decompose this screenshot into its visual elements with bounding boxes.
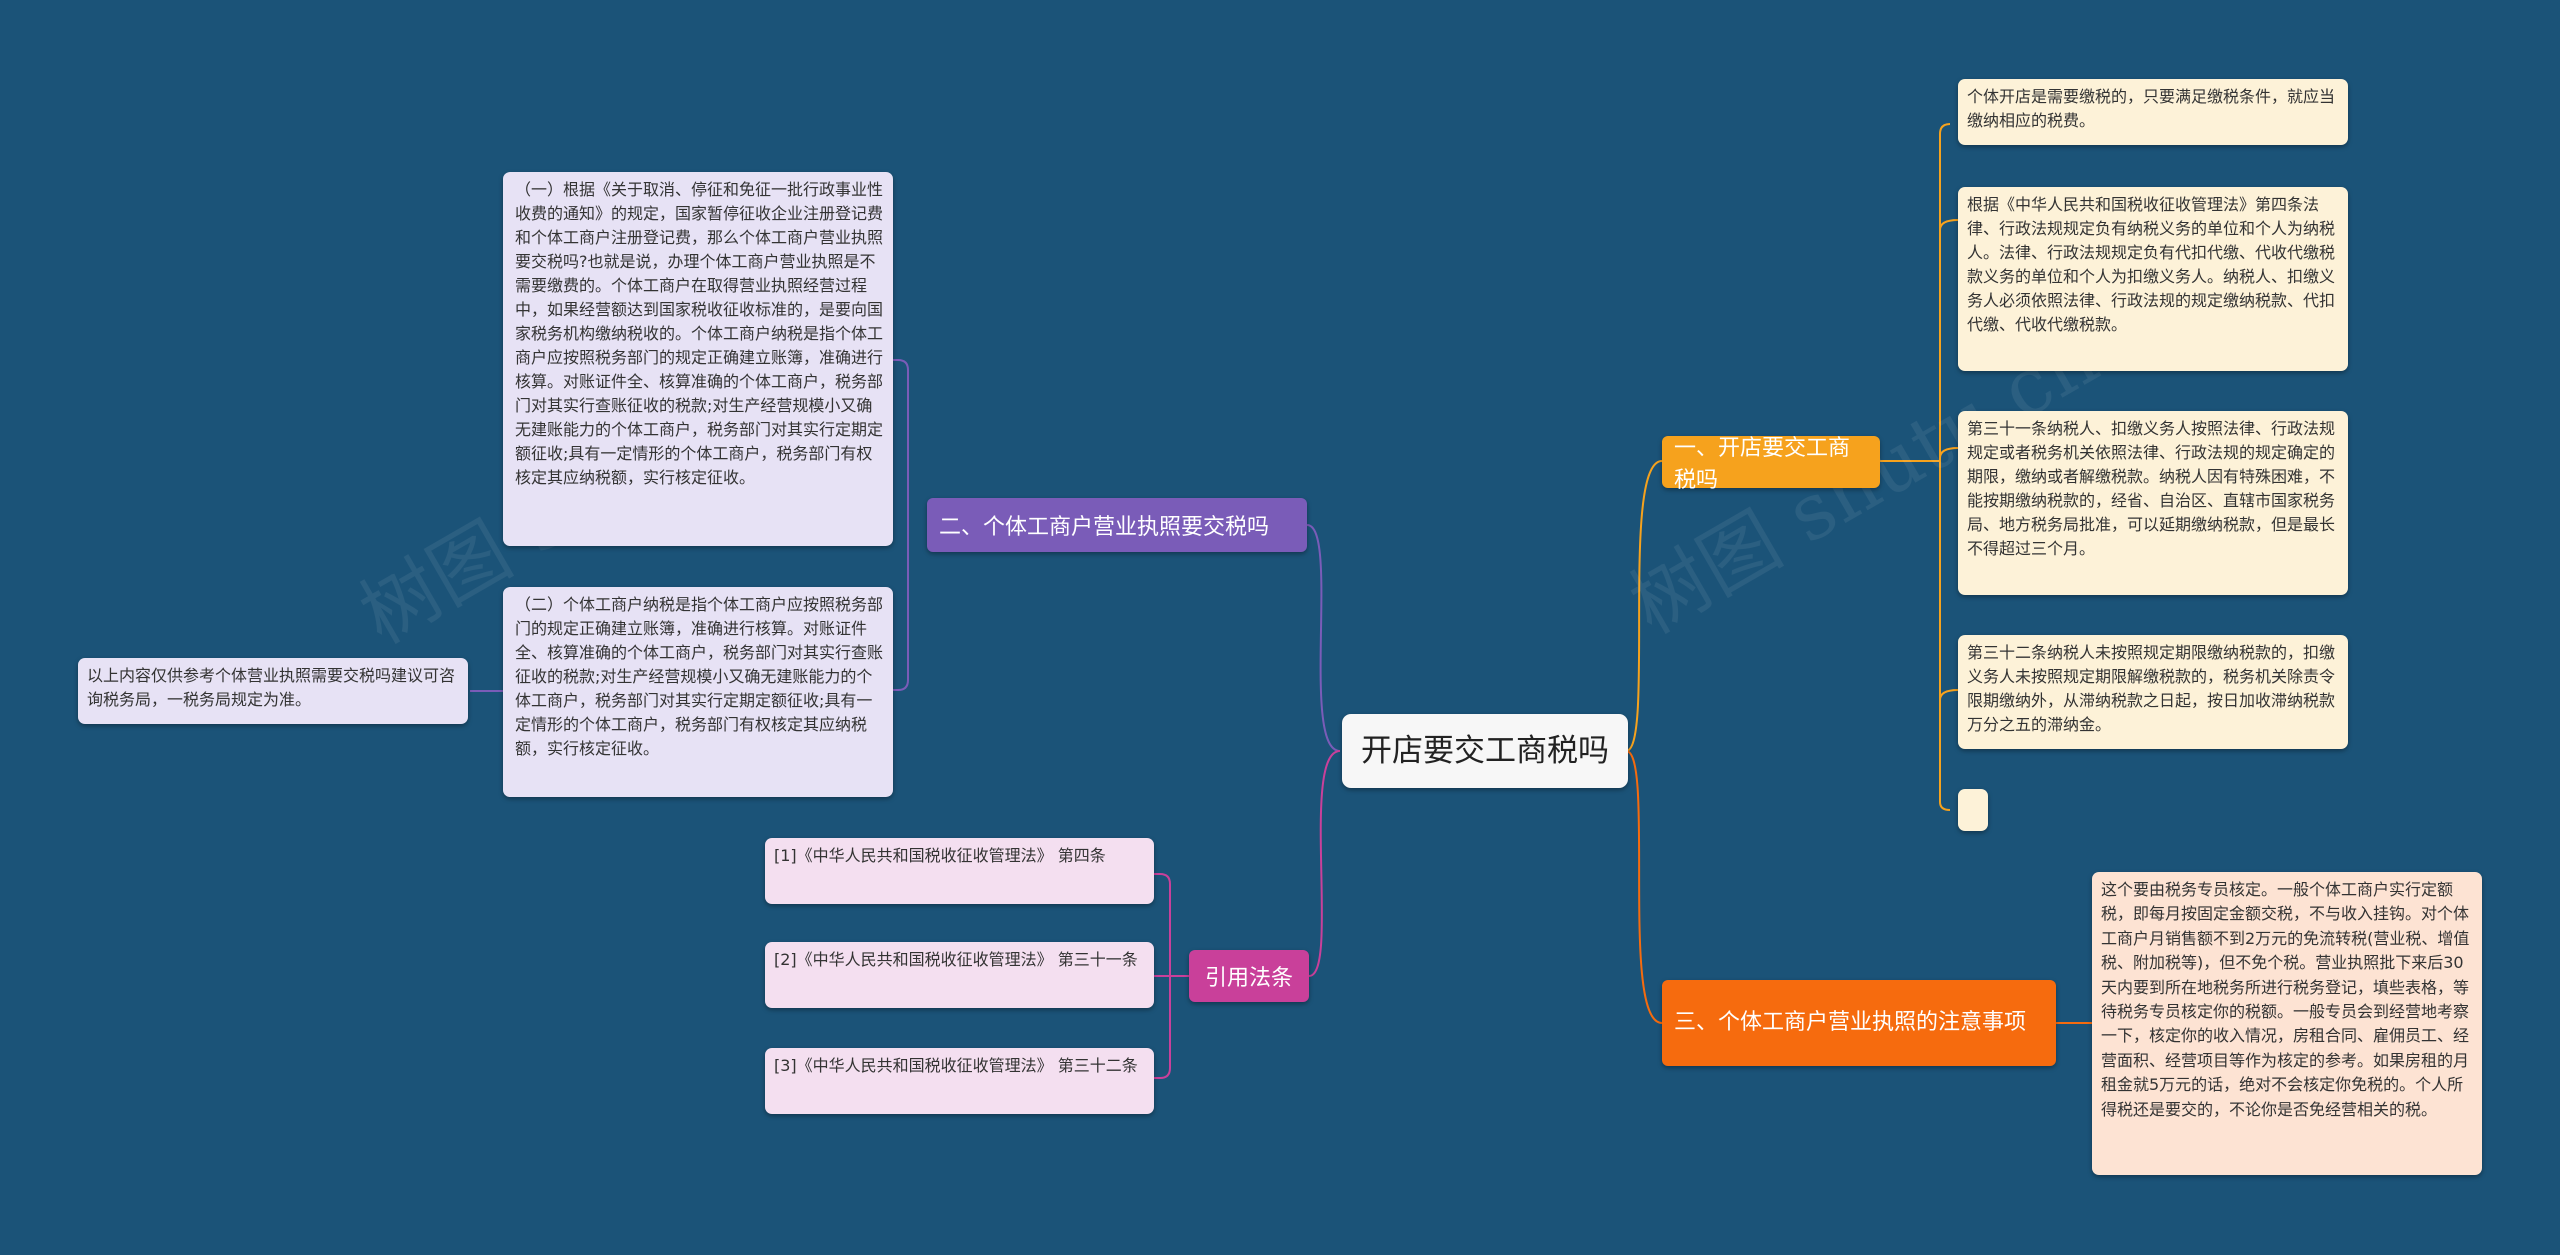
branch-3-item-2[interactable]: [2]《中华人民共和国税收征收管理法》 第三十一条 xyxy=(765,942,1154,1008)
branch-2-topic[interactable]: 二、个体工商户营业执照要交税吗 xyxy=(927,498,1307,552)
branch-2-item-1[interactable]: （一）根据《关于取消、停征和免征一批行政事业性收费的通知》的规定，国家暂停征收企… xyxy=(503,172,893,546)
connector-root-b4 xyxy=(1625,750,1663,1024)
branch-1-item-5[interactable] xyxy=(1958,789,1988,831)
branch-3-item-3[interactable]: [3]《中华人民共和国税收征收管理法》 第三十二条 xyxy=(765,1048,1154,1114)
branch-1-item-1[interactable]: 个体开店是需要缴税的，只要满足缴税条件，就应当缴纳相应的税费。 xyxy=(1958,79,2348,145)
branch-3-topic[interactable]: 引用法条 xyxy=(1189,950,1309,1002)
connector-b1-item-3 xyxy=(1939,689,1959,701)
connector-root-b1 xyxy=(1625,460,1663,752)
connector-b3-rail xyxy=(1152,873,1190,1079)
branch-2-item-2[interactable]: （二）个体工商户纳税是指个体工商户应按照税务部门的规定正确建立账簿，准确进行核算… xyxy=(503,587,893,797)
branch-2-note[interactable]: 以上内容仅供参考个体营业执照需要交税吗建议可咨询税务局，一税务局规定为准。 xyxy=(78,658,468,724)
connector-b1-item-2 xyxy=(1939,447,1959,459)
branch-1-item-3[interactable]: 第三十一条纳税人、扣缴义务人按照法律、行政法规规定或者税务机关依照法律、行政法规… xyxy=(1958,411,2348,595)
connector-b2-rail xyxy=(890,359,909,691)
connector-b1-item-1 xyxy=(1939,219,1959,231)
branch-4-topic[interactable]: 三、个体工商户营业执照的注意事项 xyxy=(1662,980,2056,1066)
root-topic[interactable]: 开店要交工商税吗 xyxy=(1342,714,1628,788)
connector-root-b2 xyxy=(1306,524,1341,752)
branch-1-item-4[interactable]: 第三十二条纳税人未按照规定期限缴纳税款的，扣缴义务人未按照规定期限解缴税款的，税… xyxy=(1958,635,2348,749)
branch-3-item-1[interactable]: [1]《中华人民共和国税收征收管理法》 第四条 xyxy=(765,838,1154,904)
branch-1-item-2[interactable]: 根据《中华人民共和国税收征收管理法》第四条法律、行政法规规定负有纳税义务的单位和… xyxy=(1958,187,2348,371)
connector-b1-rail xyxy=(1939,123,1951,811)
branch-1-topic[interactable]: 一、开店要交工商税吗 xyxy=(1662,436,1880,493)
connector-root-b3 xyxy=(1308,750,1341,977)
branch-4-item-1[interactable]: 这个要由税务专员核定。一般个体工商户实行定额税，即每月按固定金额交税，不与收入挂… xyxy=(2092,872,2482,1175)
